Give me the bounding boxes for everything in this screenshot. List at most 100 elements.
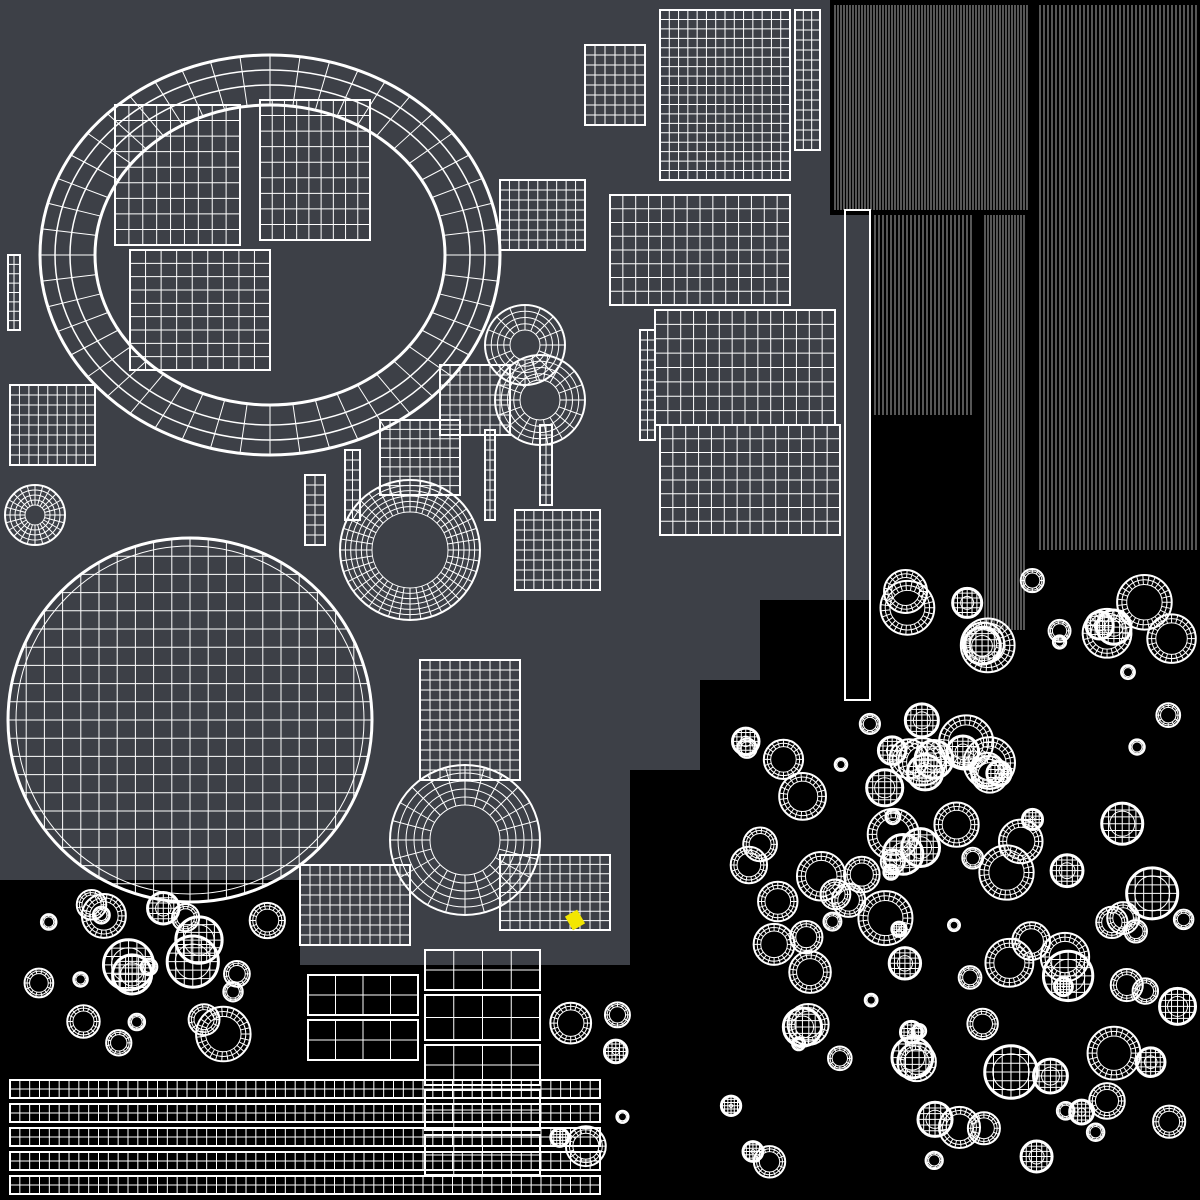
uv-island-grid	[344, 449, 361, 521]
island-edges	[917, 1102, 953, 1137]
island-edges	[1051, 854, 1083, 887]
small-part-grid	[549, 1126, 571, 1148]
small-part-ring	[752, 1145, 787, 1179]
small-part-ring	[997, 818, 1044, 865]
island-edges	[425, 995, 540, 1040]
ring-spokes	[947, 919, 961, 931]
small-part-ring	[970, 755, 1010, 794]
island-edges	[883, 834, 923, 875]
island-edges	[889, 947, 921, 979]
uv-island-grid	[499, 854, 611, 931]
ring-inner	[1122, 667, 1133, 678]
small-part-ring	[549, 1001, 593, 1045]
small-part-ring	[1055, 1101, 1076, 1121]
ring-spokes	[859, 714, 880, 734]
island-edges	[1136, 1047, 1165, 1077]
small-part-ring	[879, 579, 936, 636]
ring-spokes	[959, 966, 982, 989]
ring-spokes	[550, 1002, 592, 1044]
island-edges	[8, 255, 20, 330]
island-edges	[783, 1007, 822, 1047]
panel-island	[609, 194, 791, 306]
small-part-ring	[788, 950, 832, 994]
ring-spokes	[24, 968, 54, 998]
ring-edges	[40, 55, 500, 455]
island-edges	[305, 475, 325, 545]
island-edges	[1021, 1140, 1053, 1173]
small-part-grid	[101, 938, 156, 992]
ring-spokes	[128, 1013, 146, 1031]
uv-island-grid	[484, 429, 496, 521]
ring-spokes	[858, 891, 913, 946]
island-edges	[640, 330, 655, 440]
island-edges	[905, 703, 939, 737]
packed-region	[760, 600, 870, 690]
uv-island-grid	[514, 509, 601, 591]
small-part-grid	[1049, 853, 1085, 889]
small-part-ring	[742, 826, 778, 863]
ring-spokes	[616, 1111, 629, 1123]
island-edges	[963, 627, 1001, 665]
uv-wireframe	[4, 5, 1198, 1195]
small-part-grid	[898, 1019, 924, 1045]
ring-spokes	[889, 739, 929, 779]
island-edges	[147, 892, 180, 924]
small-part-grid	[602, 1038, 629, 1065]
ring-spokes	[106, 1030, 132, 1056]
small-part-ring	[195, 1005, 252, 1063]
small-part-grid	[890, 920, 908, 938]
ring-outer	[788, 950, 832, 994]
ring-spokes	[340, 480, 480, 620]
island-edges	[1043, 951, 1093, 1001]
uv-island-grid	[9, 384, 96, 466]
small-part-grid	[719, 1094, 743, 1117]
small-part-ring	[1106, 901, 1141, 935]
ring-inner	[81, 894, 102, 915]
uv-island-grid	[499, 179, 586, 251]
hub-ring-island	[389, 764, 541, 916]
small-part-ring	[105, 1029, 133, 1057]
uv-island-grid	[794, 9, 821, 151]
ring-spokes	[1173, 910, 1194, 929]
ring-spokes	[820, 879, 851, 910]
ring-spokes	[828, 1046, 852, 1071]
bumper-ring-island	[38, 53, 502, 457]
small-part-ring	[842, 855, 881, 894]
island-border	[129, 249, 271, 371]
rect-panel-island	[307, 974, 419, 1016]
island-edges	[1022, 809, 1043, 830]
small-part-ring	[857, 890, 914, 947]
small-part-ring	[762, 738, 805, 781]
island-edges	[308, 975, 418, 1015]
ring-spokes	[1087, 1123, 1105, 1141]
small-part-ring	[1011, 921, 1052, 961]
small-part-grid	[1084, 610, 1115, 641]
small-part-ring	[822, 911, 843, 932]
island-edges	[1086, 611, 1114, 640]
ring-spokes	[1132, 978, 1159, 1004]
island-edges	[425, 1135, 540, 1175]
ring-inner	[895, 745, 923, 772]
small-part-ring	[966, 1007, 999, 1041]
ring-spokes	[985, 938, 1034, 987]
small-part-ring	[72, 971, 89, 988]
ring-spokes	[864, 994, 878, 1006]
small-part-ring	[778, 771, 827, 821]
small-part-grid	[1125, 866, 1180, 921]
small-part-ring	[1088, 1082, 1126, 1120]
island-edges	[103, 939, 154, 990]
ring-spokes	[880, 580, 935, 635]
petal-island	[114, 104, 241, 246]
island-edges	[660, 10, 790, 180]
long-bar-island	[9, 1175, 601, 1195]
small-part-grid	[1134, 1046, 1167, 1078]
small-part-ring	[1047, 618, 1072, 643]
island-border	[259, 99, 371, 241]
small-part-ring	[1128, 738, 1146, 756]
island-edges	[952, 588, 982, 618]
island-edges	[660, 425, 840, 535]
ring-spokes	[934, 802, 979, 847]
uv-island-grid	[639, 329, 656, 441]
island-edges	[345, 450, 360, 520]
small-part-ring	[833, 757, 849, 772]
